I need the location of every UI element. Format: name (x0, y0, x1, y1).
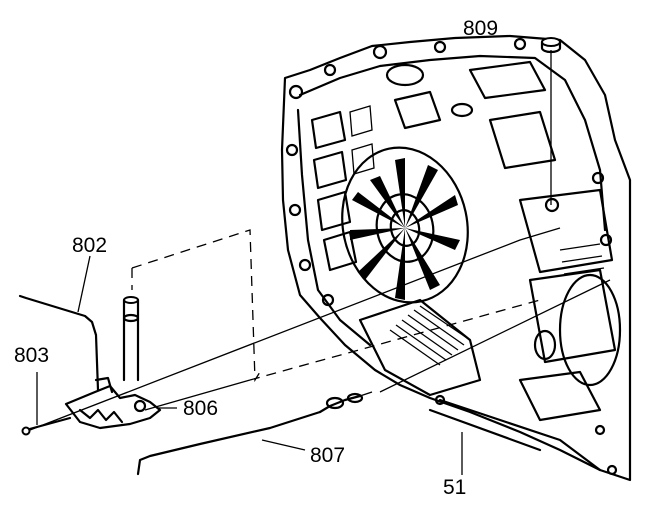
part-802-rod (18, 294, 100, 392)
part-809-plug (540, 37, 562, 54)
callout-803: 803 (14, 344, 49, 367)
callout-809: 809 (463, 17, 498, 40)
callout-806: 806 (183, 397, 218, 420)
callout-51: 51 (443, 476, 466, 499)
part-803-pin (21, 416, 72, 436)
part-806-detent-lever (64, 376, 162, 430)
part-807-leader (261, 439, 306, 451)
transmission-case (280, 34, 632, 482)
manual-shaft (122, 296, 140, 382)
part-807-rod (136, 391, 373, 476)
assembly-lines (29, 227, 611, 431)
part-802-leader (77, 255, 91, 313)
callout-802: 802 (72, 234, 107, 257)
callout-807: 807 (310, 444, 345, 467)
